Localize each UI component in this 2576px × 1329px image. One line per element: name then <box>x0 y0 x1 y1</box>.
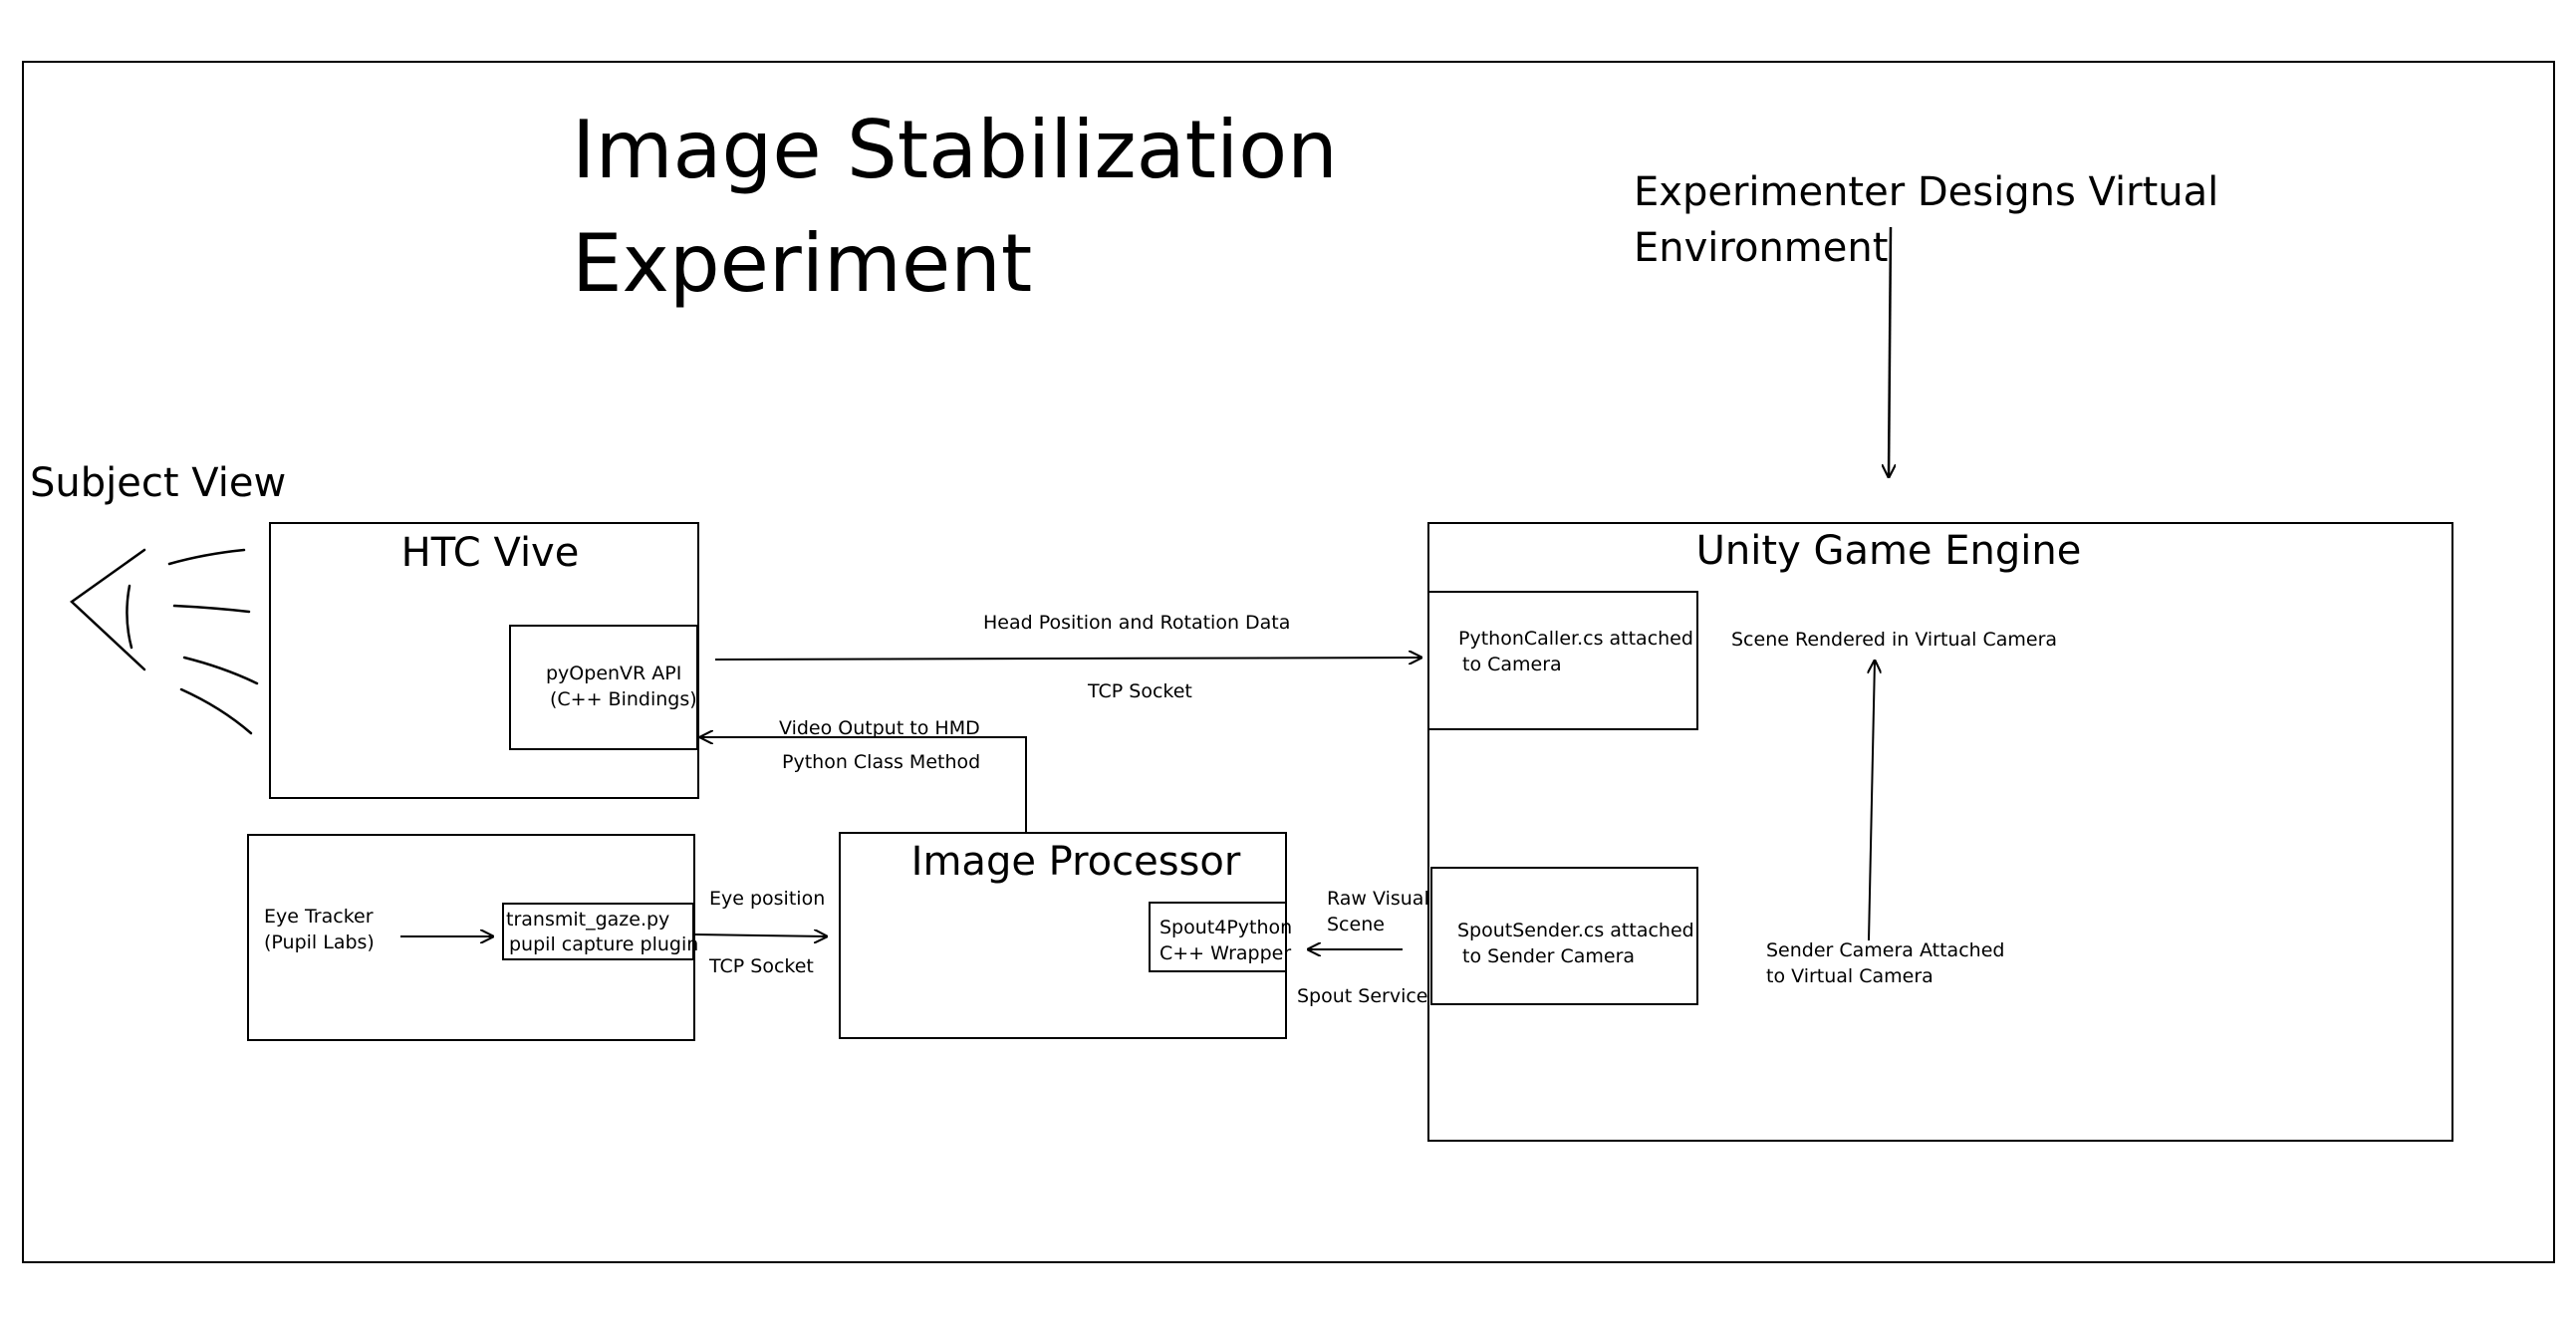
pyopenvr-box <box>509 625 698 750</box>
sender-to-scene-arrow <box>1869 660 1875 941</box>
eye-tracker-label-2: (Pupil Labs) <box>264 931 375 953</box>
htc-vive-title: HTC Vive <box>401 530 580 576</box>
spout-service-label: Spout Service <box>1297 985 1428 1007</box>
experimenter-arrow <box>1889 226 1891 478</box>
spout4python-line-1: Spout4Python <box>1159 917 1292 938</box>
eye-position-label: Eye position <box>709 888 825 910</box>
python-caller-box <box>1427 591 1698 730</box>
sender-camera-line-1: Sender Camera Attached <box>1766 939 2004 961</box>
spout4python-box <box>1149 902 1287 972</box>
unity-box <box>1427 522 2453 1142</box>
tcp-socket-top-label: TCP Socket <box>1087 680 1192 702</box>
subject-view-label: Subject View <box>30 460 286 506</box>
experimenter-line-2: Environment <box>1634 225 1888 271</box>
python-caller-line-2: to Camera <box>1462 654 1562 675</box>
title-line-2: Experiment <box>572 217 1032 310</box>
unity-title: Unity Game Engine <box>1696 528 2082 574</box>
outer-frame <box>22 61 2555 1263</box>
pyopenvr-line-1: pyOpenVR API <box>546 663 681 684</box>
raw-visual-line-1: Raw Visual <box>1327 888 1429 910</box>
spout-sender-line-2: to Sender Camera <box>1462 945 1635 967</box>
transmit-gaze-line-1: transmit_gaze.py <box>506 909 669 930</box>
sender-camera-line-2: to Virtual Camera <box>1766 965 1933 987</box>
spout-sender-line-1: SpoutSender.cs attached <box>1457 920 1694 941</box>
image-processor-title: Image Processor <box>911 839 1241 885</box>
python-class-method-label: Python Class Method <box>782 751 980 773</box>
transmit-gaze-line-2: pupil capture plugin <box>509 933 698 955</box>
experimenter-line-1: Experimenter Designs Virtual <box>1634 169 2218 215</box>
eye-icon <box>70 548 259 735</box>
spout4python-line-2: C++ Wrapper <box>1159 942 1291 964</box>
spout-sender-box <box>1430 867 1698 1005</box>
pyopenvr-line-2: (C++ Bindings) <box>550 688 697 710</box>
video-output-arrow <box>699 737 1027 833</box>
eye-position-arrow <box>693 934 828 936</box>
video-output-label: Video Output to HMD <box>779 717 980 739</box>
tcp-socket-bottom-label: TCP Socket <box>708 955 814 977</box>
head-position-label: Head Position and Rotation Data <box>983 612 1290 634</box>
transmit-gaze-box <box>502 903 694 960</box>
scene-rendered-label: Scene Rendered in Virtual Camera <box>1731 629 2057 651</box>
python-caller-line-1: PythonCaller.cs attached <box>1458 628 1693 650</box>
eye-tracker-label-1: Eye Tracker <box>264 906 374 928</box>
title-line-1: Image Stabilization <box>572 104 1338 196</box>
head-position-arrow <box>714 658 1422 660</box>
raw-visual-line-2: Scene <box>1327 914 1385 935</box>
